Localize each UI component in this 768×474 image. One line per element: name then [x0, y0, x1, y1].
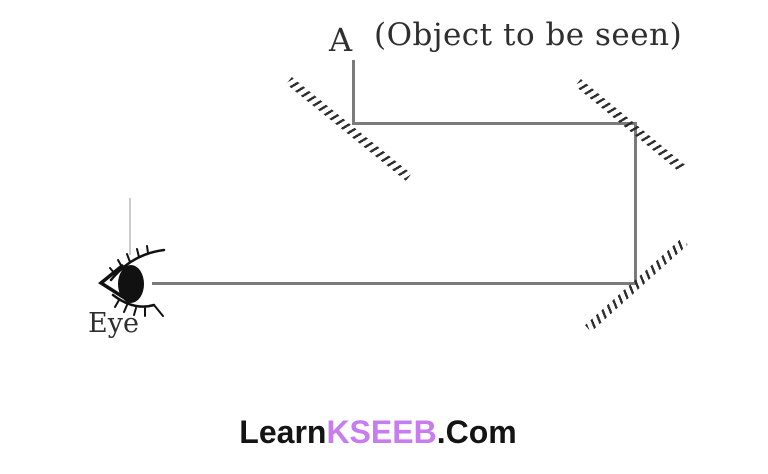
ray-bottom-horizontal [152, 282, 637, 285]
watermark-com: .Com [436, 414, 517, 450]
eye-label: Eye [88, 308, 139, 339]
eye-icon [98, 245, 166, 317]
object-point-label: A [329, 21, 353, 59]
mirror-hatch-top-right-icon [575, 79, 686, 172]
watermark-learn: Learn [239, 414, 327, 450]
watermark: LearnKSEEB.Com [0, 414, 756, 451]
faint-guide-line [129, 198, 131, 255]
ray-object-down [352, 60, 355, 124]
watermark-kseeb: KSEEB [326, 414, 437, 450]
object-caption: (Object to be seen) [374, 17, 683, 53]
mirror-hatch-top-left-icon [286, 77, 412, 181]
ray-right-vertical [634, 122, 637, 285]
ray-top-horizontal [352, 122, 637, 125]
